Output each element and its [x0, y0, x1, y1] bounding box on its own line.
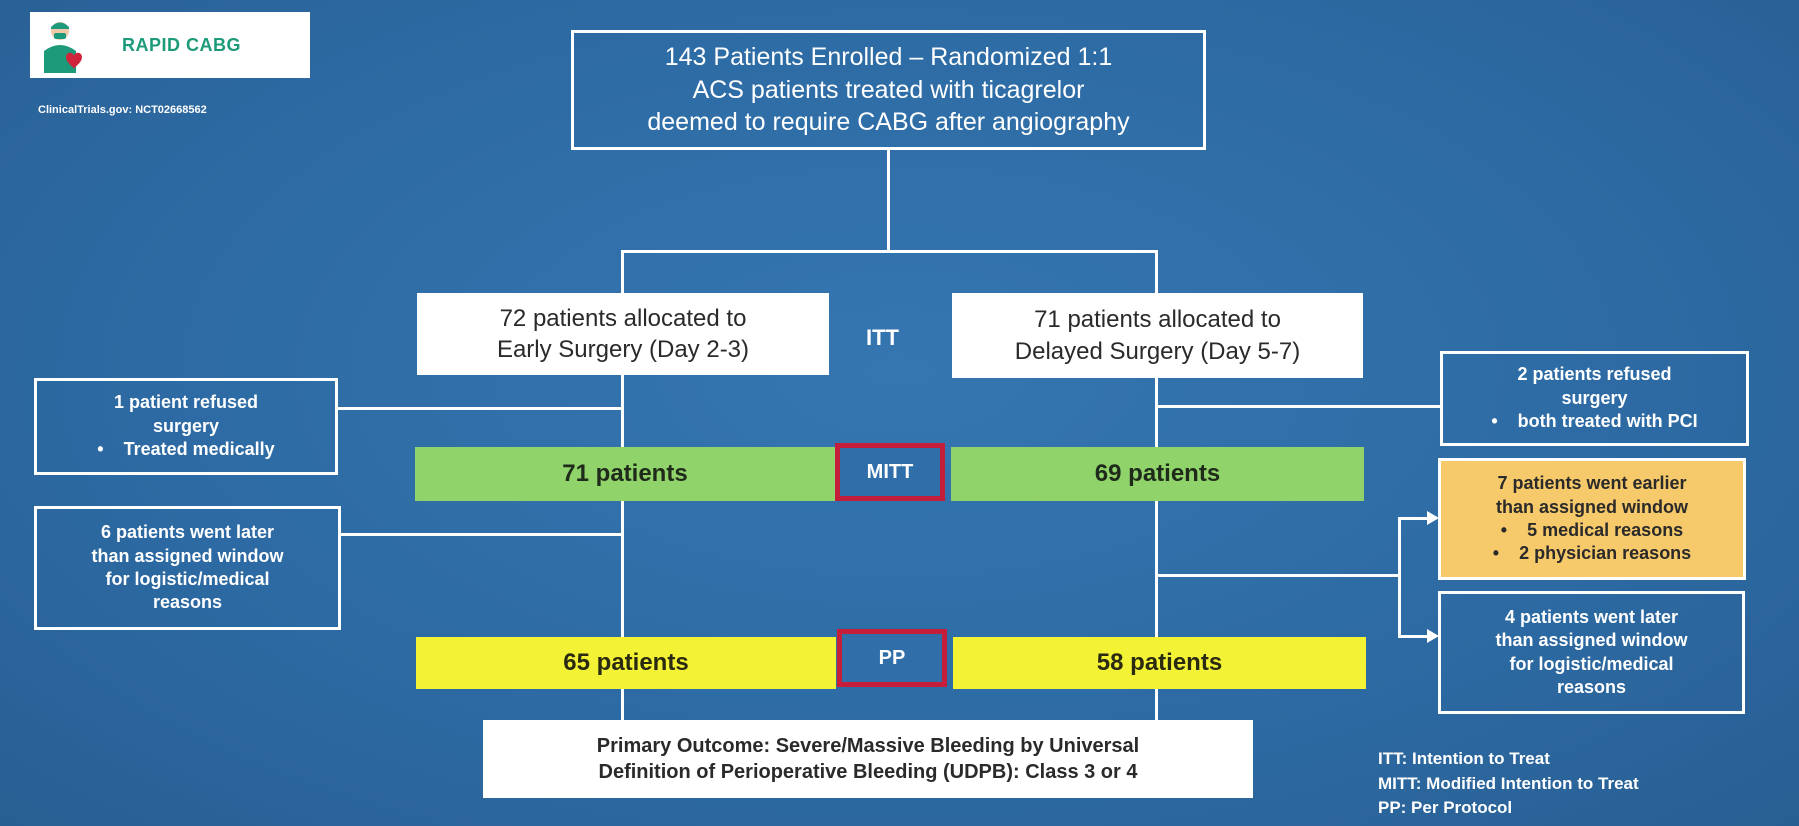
right-later-line-4: reasons [1556, 676, 1627, 697]
delayed-arm-line-2: Delayed Surgery (Day 5-7) [1014, 337, 1301, 365]
legend-itt: ITT: Intention to Treat [1378, 749, 1550, 768]
connector-split-horizontal [621, 250, 1158, 253]
right-earlier-line-2: than assigned window [1495, 496, 1688, 517]
right-earlier-box: 7 patients went earlier than assigned wi… [1438, 458, 1746, 580]
right-earlier-bullet-1: 5 medical reasons [1501, 519, 1683, 542]
left-later-line-4: reasons [152, 592, 223, 613]
logo-title: RAPID CABG [122, 34, 242, 55]
legend-mitt: MITT: Modified Intention to Treat [1378, 773, 1639, 793]
right-earlier-bullet-2: 2 physician reasons [1493, 542, 1691, 565]
early-arm-box: 72 patients allocated to Early Surgery (… [417, 293, 829, 375]
left-later-box: 6 patients went later than assigned wind… [34, 506, 341, 630]
connector-left-later [341, 533, 623, 536]
left-refused-line-1: 1 patient refused [113, 392, 259, 413]
left-later-line-3: for logistic/medical [105, 569, 270, 589]
early-arm-line-1: 72 patients allocated to [499, 304, 747, 332]
enrolled-line-3: deemed to require CABG after angiography [647, 108, 1130, 137]
doctor-heart-icon [44, 22, 82, 73]
connector-to-earlier [1398, 517, 1428, 520]
left-later-line-1: 6 patients went later [100, 522, 275, 543]
mitt-early-bar: 71 patients [415, 447, 835, 501]
connector-enrolled-down [887, 150, 890, 253]
left-refused-line-2: surgery [152, 415, 220, 436]
pp-label: PP [878, 647, 906, 669]
abbreviation-legend: ITT: Intention to Treat MITT: Modified I… [1378, 747, 1639, 821]
connector-left-spine [621, 375, 624, 720]
pp-early-count: 65 patients [563, 649, 689, 677]
connector-right-refused [1156, 405, 1440, 408]
left-later-line-2: than assigned window [91, 545, 284, 566]
primary-outcome-box: Primary Outcome: Severe/Massive Bleeding… [483, 720, 1253, 798]
outcome-line-2: Definition of Perioperative Bleeding (UD… [598, 761, 1138, 783]
itt-label: ITT [866, 325, 899, 350]
mitt-label: MITT [866, 461, 914, 483]
connector-right-branch [1156, 574, 1400, 577]
right-later-line-2: than assigned window [1495, 630, 1688, 651]
logo-card: RAPID CABG [30, 12, 310, 78]
trial-registration-id: ClinicalTrials.gov: NCT02668562 [38, 104, 207, 116]
enrolled-box: 143 Patients Enrolled – Randomized 1:1 A… [571, 30, 1206, 150]
pp-delayed-count: 58 patients [1096, 649, 1223, 677]
connector-right-spine [1155, 378, 1158, 720]
legend-pp: PP: Per Protocol [1378, 798, 1513, 818]
right-refused-line-2: surgery [1561, 387, 1628, 408]
left-refused-bullet: Treated medically [97, 438, 275, 461]
right-earlier-line-1: 7 patients went earlier [1497, 473, 1687, 494]
connector-split-right-down [1155, 250, 1158, 293]
right-refused-box: 2 patients refused surgery both treated … [1440, 351, 1749, 446]
connector-to-later-right [1398, 635, 1428, 638]
connector-split-left-down [621, 250, 624, 293]
delayed-arm-box: 71 patients allocated to Delayed Surgery… [952, 293, 1363, 378]
pp-delayed-bar: 58 patients [953, 637, 1366, 689]
arrowhead-earlier-icon [1427, 511, 1439, 525]
enrolled-line-1: 143 Patients Enrolled – Randomized 1:1 [664, 43, 1113, 72]
left-refused-box: 1 patient refused surgery Treated medica… [34, 378, 338, 475]
mitt-delayed-bar: 69 patients [951, 447, 1364, 501]
right-refused-line-1: 2 patients refused [1517, 364, 1672, 385]
right-refused-bullet: both treated with PCI [1491, 410, 1698, 433]
pp-early-bar: 65 patients [416, 637, 836, 689]
delayed-arm-line-1: 71 patients allocated to [1034, 306, 1281, 334]
mitt-label-tag: MITT [835, 443, 945, 501]
outcome-line-1: Primary Outcome: Severe/Massive Bleeding… [596, 735, 1140, 757]
pp-label-tag: PP [837, 629, 947, 687]
arrowhead-later-icon [1427, 629, 1439, 643]
mitt-delayed-count: 69 patients [1094, 460, 1221, 488]
connector-right-branch-vertical [1398, 517, 1401, 636]
right-later-line-1: 4 patients went later [1504, 606, 1679, 627]
right-later-box: 4 patients went later than assigned wind… [1438, 591, 1745, 714]
connector-left-refused [338, 407, 623, 410]
enrolled-line-2: ACS patients treated with ticagrelor [692, 75, 1085, 104]
early-arm-line-2: Early Surgery (Day 2-3) [496, 336, 750, 363]
mitt-early-count: 71 patients [562, 460, 688, 488]
right-later-line-3: for logistic/medical [1509, 653, 1674, 674]
